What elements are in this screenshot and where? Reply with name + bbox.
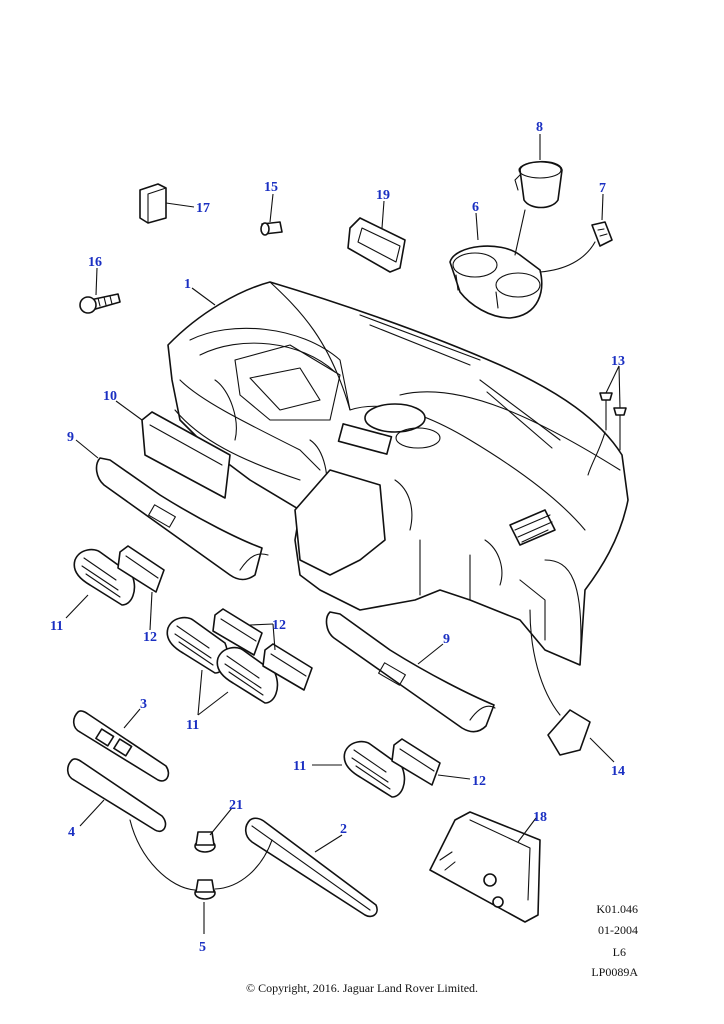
copyright-notice: © Copyright, 2016. Jaguar Land Rover Lim…	[245, 981, 479, 995]
callout-8: 8	[536, 120, 543, 135]
callout-4: 4	[68, 825, 75, 840]
callout-12c: 12	[472, 774, 486, 789]
callout-19: 19	[376, 188, 390, 203]
callout-12b: 12	[272, 618, 286, 633]
block-17	[139, 183, 167, 224]
panel-18	[429, 811, 541, 923]
clip-5	[129, 819, 273, 900]
revision-date: 01-2004	[598, 923, 638, 937]
callout-18: 18	[533, 810, 547, 825]
callout-16: 16	[88, 255, 102, 270]
callout-15: 15	[264, 180, 278, 195]
bracket-7	[539, 221, 613, 273]
bezel-12-a	[117, 545, 165, 593]
cup-insert-8	[514, 160, 563, 256]
callout-9b: 9	[443, 632, 450, 647]
switch-panel-3	[72, 710, 170, 782]
leader-lines	[65, 134, 621, 934]
illustration-code: LP0089A	[591, 965, 638, 979]
instrument-panel	[167, 281, 629, 666]
cover-14	[529, 609, 591, 756]
screw-15	[260, 221, 283, 236]
bezel-12-c	[262, 643, 313, 691]
glovebox-lid-9-left	[95, 457, 269, 581]
vent-11-d	[343, 740, 406, 798]
callout-9a: 9	[67, 430, 74, 445]
callout-21: 21	[229, 798, 243, 813]
engine-code: L6	[612, 945, 626, 959]
callout-2: 2	[340, 822, 347, 837]
bezel-12-d	[391, 738, 441, 786]
callout-6: 6	[472, 200, 479, 215]
callout-7: 7	[599, 181, 606, 196]
bezel-12-b	[212, 608, 263, 656]
cupholder-6	[449, 245, 543, 319]
callout-17: 17	[196, 201, 210, 216]
vent-11-a	[73, 548, 136, 606]
bolt-16	[79, 293, 121, 314]
clip-21	[194, 831, 216, 853]
callout-11a: 11	[50, 619, 63, 634]
trim-strip-4	[66, 758, 167, 833]
callout-10: 10	[103, 389, 117, 404]
callout-11c: 11	[293, 759, 306, 774]
pocket-19	[347, 217, 406, 273]
vent-11-c	[216, 646, 279, 704]
trim-strip-2	[244, 817, 378, 918]
callout-5: 5	[199, 940, 206, 955]
push-pins-13	[587, 392, 627, 476]
callout-14: 14	[611, 764, 625, 779]
reference-code: K01.046	[596, 902, 638, 916]
callout-13: 13	[611, 354, 625, 369]
callout-11b: 11	[186, 718, 199, 733]
callout-1: 1	[184, 277, 191, 292]
callout-12a: 12	[143, 630, 157, 645]
callout-3: 3	[140, 697, 147, 712]
glovebox-lid-9-right	[325, 611, 496, 733]
panel-10	[141, 411, 231, 499]
